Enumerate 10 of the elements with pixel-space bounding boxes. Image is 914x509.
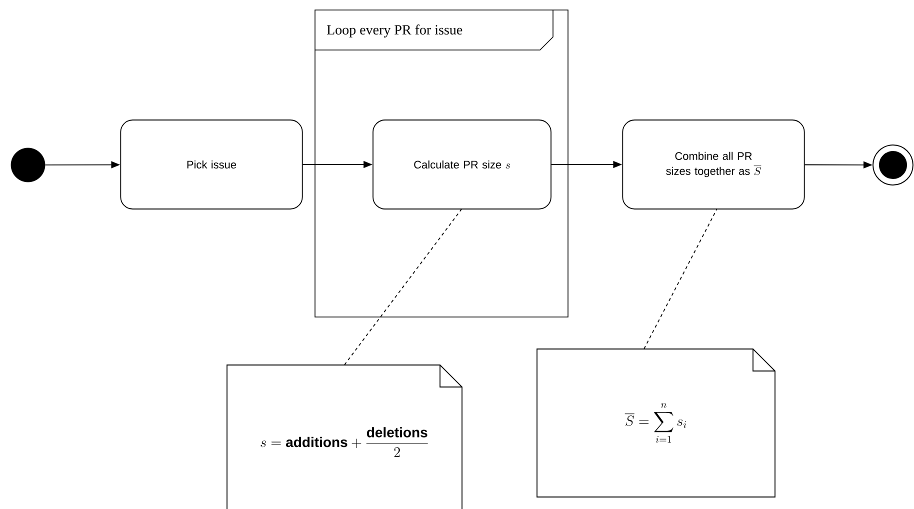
state-box: Combine all PR sizes together as $\overline{S}$ <box>622 120 805 210</box>
loop-label: Loop every PR for issue <box>314 10 554 50</box>
state-box: Pick issue <box>120 120 303 210</box>
leader-line <box>344 208 462 366</box>
start-dot <box>10 148 46 182</box>
note: $s = \mathbf{additions} + \frac{\mathbf{deletions}}{2}$ <box>226 364 462 509</box>
leader-line <box>644 208 718 350</box>
state-box: Calculate PR size $s$ <box>372 120 552 210</box>
end-dot <box>872 144 914 186</box>
note: $\overline{S} = \sum_{i=1}^{n} s_i$ <box>536 348 776 498</box>
